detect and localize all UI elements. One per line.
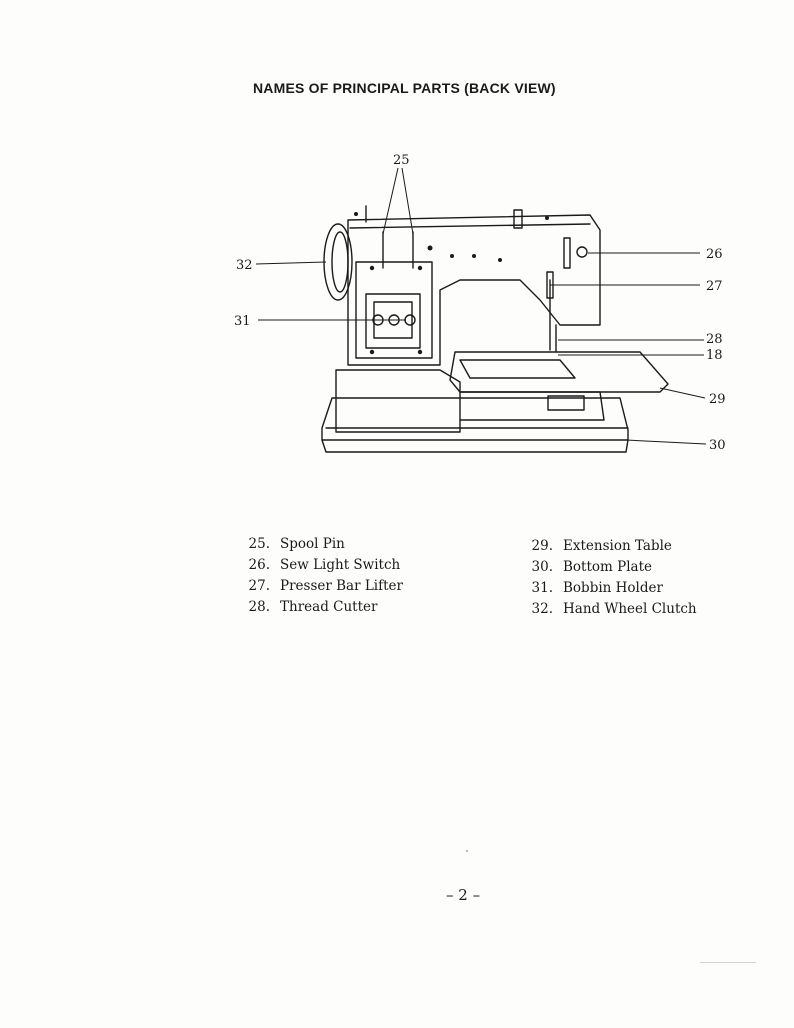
list-item: 29.Extension Table	[531, 538, 672, 554]
callout-30: 30	[709, 438, 726, 453]
callout-28: 28	[706, 332, 723, 347]
list-item: 30.Bottom Plate	[531, 559, 652, 575]
list-item: 27.Presser Bar Lifter	[248, 578, 403, 594]
callout-26: 26	[706, 247, 723, 262]
sew-light-switch	[576, 246, 588, 258]
page-number: – 2 –	[446, 886, 481, 904]
machine-arm	[347, 214, 601, 366]
parts-list-left: 25.Spool Pin 26.Sew Light Switch 27.Pres…	[236, 536, 403, 620]
callout-32: 32	[236, 258, 253, 273]
callout-31: 31	[234, 314, 251, 329]
page-heading: NAMES OF PRINCIPAL PARTS (BACK VIEW)	[253, 80, 556, 96]
list-item: 26.Sew Light Switch	[248, 557, 401, 573]
callout-18: 18	[706, 348, 723, 363]
list-item: 31.Bobbin Holder	[531, 580, 663, 596]
scan-speck	[700, 962, 756, 963]
list-item: 28.Thread Cutter	[248, 599, 378, 615]
scan-speck	[466, 850, 468, 852]
parts-list-right: 29.Extension Table 30.Bottom Plate 31.Bo…	[519, 538, 697, 622]
list-item: 25.Spool Pin	[248, 536, 345, 552]
callout-25: 25	[393, 153, 410, 168]
bobbin-holder-3	[404, 314, 416, 326]
list-item: 32.Hand Wheel Clutch	[531, 601, 697, 617]
machine-bed	[335, 369, 461, 433]
extension-table	[449, 351, 669, 393]
callout-29: 29	[709, 392, 726, 407]
back-panel	[355, 261, 433, 359]
bottom-plate	[321, 397, 629, 441]
callout-27: 27	[706, 279, 723, 294]
